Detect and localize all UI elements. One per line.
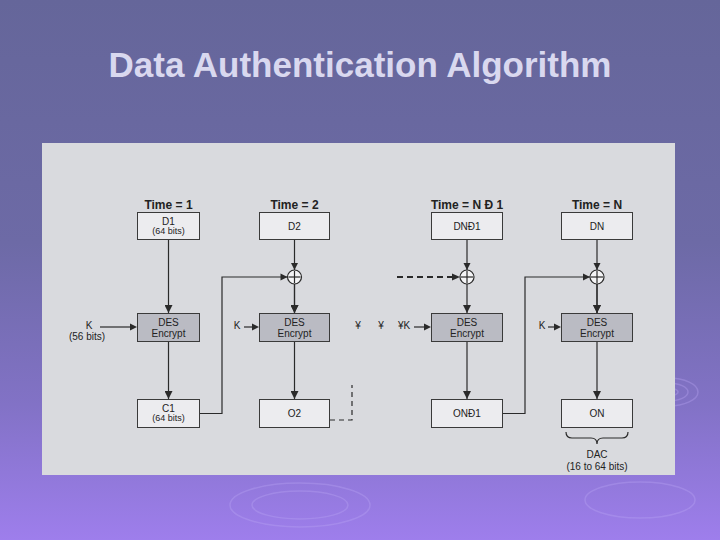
data-box: Time = N Ð 1DNÐ1 (431, 212, 503, 240)
arrowhead (130, 324, 137, 331)
flow-arrow (200, 277, 295, 414)
arrowhead (583, 274, 590, 281)
cipher-box: DES Encrypt (137, 313, 200, 342)
dashed-chain-line (330, 385, 352, 420)
key-line (414, 326, 425, 327)
data-box: O2 (259, 399, 330, 428)
arrowhead (424, 324, 431, 331)
block-label: D2 (288, 221, 301, 232)
block-label: (64 bits) (152, 414, 185, 424)
arrowhead (464, 263, 471, 270)
cipher-label: DES Encrypt (574, 317, 620, 339)
key-line (548, 326, 555, 327)
arrowhead (252, 324, 259, 331)
block-label: DN (590, 221, 604, 232)
block-label: O2 (288, 408, 301, 419)
output-size: (16 to 64 bits) (547, 461, 647, 473)
key-name: ¥K (394, 320, 414, 332)
data-box: C1(64 bits) (137, 399, 200, 428)
flow-arrow (466, 342, 467, 399)
key-line (244, 326, 253, 327)
key-name: K (536, 320, 548, 332)
data-box: ONÐ1 (431, 399, 503, 428)
xor-symbol (460, 270, 474, 284)
data-box: Time = 1D1(64 bits) (137, 212, 200, 240)
time-heading: Time = 2 (230, 198, 359, 213)
flow-arrow (503, 277, 597, 414)
block-label: ONÐ1 (453, 408, 481, 419)
data-box: Time = NDN (561, 212, 633, 240)
data-box: Time = 2D2 (259, 212, 330, 240)
block-label: D1 (162, 216, 175, 227)
block-label: C1 (162, 403, 175, 414)
key-name: K (231, 320, 243, 332)
block-label: (64 bits) (152, 227, 185, 237)
key-name: K (82, 320, 96, 332)
flow-arrow (294, 342, 295, 399)
key-line (100, 326, 131, 327)
flow-arrow (168, 240, 169, 313)
dashed-chain-line (397, 276, 453, 278)
block-label: ON (590, 408, 605, 419)
cipher-box: DES Encrypt (259, 313, 330, 342)
arrowhead (594, 263, 601, 270)
arrowhead (281, 274, 288, 281)
arrowhead (554, 324, 561, 331)
flow-arrow (596, 342, 597, 399)
arrowhead (291, 263, 298, 270)
key-size: (56 bits) (60, 331, 114, 343)
xor-symbol (288, 270, 302, 284)
data-box: ON (561, 399, 633, 428)
time-heading: Time = N (532, 198, 662, 213)
ellipsis-mark: ¥ (375, 320, 387, 332)
cipher-box: DES Encrypt (431, 313, 503, 342)
cipher-label: DES Encrypt (146, 317, 192, 339)
time-heading: Time = 1 (108, 198, 229, 213)
arrowhead (452, 274, 460, 281)
xor-symbol (590, 270, 604, 284)
time-heading: Time = N Ð 1 (402, 198, 532, 213)
cipher-box: DES Encrypt (561, 313, 633, 342)
cipher-label: DES Encrypt (444, 317, 490, 339)
dac-brace (566, 432, 628, 444)
slide-title: Data Authentication Algorithm (0, 45, 720, 85)
cipher-label: DES Encrypt (272, 317, 318, 339)
output-name: DAC (572, 449, 622, 461)
flow-arrow (168, 342, 169, 399)
block-label: DNÐ1 (453, 221, 480, 232)
ellipsis-mark: ¥ (352, 320, 364, 332)
